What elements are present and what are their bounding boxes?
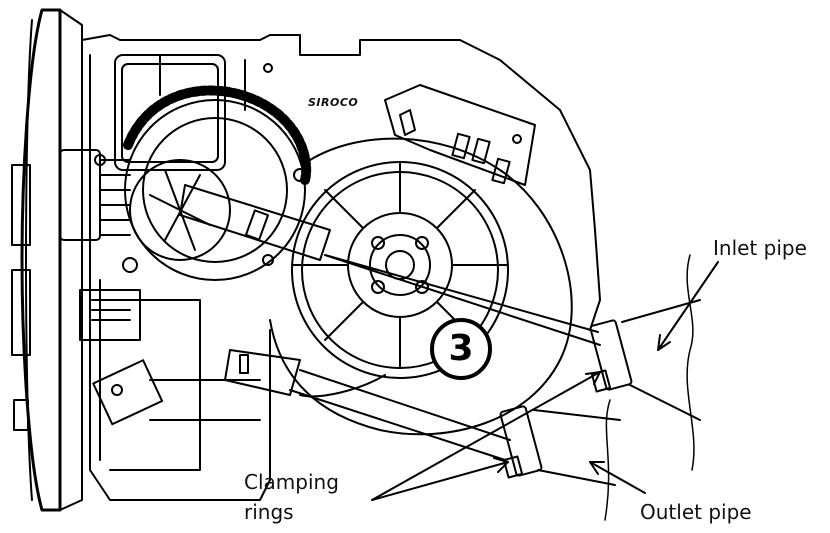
lower-hose xyxy=(224,349,511,461)
outlet-pipe xyxy=(499,405,621,486)
inlet-pipe xyxy=(324,254,701,421)
leader-arrows xyxy=(371,261,719,501)
label-inlet-pipe: Inlet pipe xyxy=(713,236,807,260)
pump-motor xyxy=(123,85,331,281)
step-number-badge: 3 xyxy=(430,318,492,380)
label-clamping-rings-line1: Clamping xyxy=(244,470,339,494)
brand-logo: SIROCO xyxy=(308,96,359,109)
label-clamping-rings-line2: rings xyxy=(244,500,294,524)
front-panel xyxy=(11,8,83,512)
blower xyxy=(269,137,573,436)
break-lines xyxy=(604,254,695,521)
control-board xyxy=(263,63,536,186)
housing-frame xyxy=(59,34,601,501)
label-outlet-pipe: Outlet pipe xyxy=(640,500,752,524)
